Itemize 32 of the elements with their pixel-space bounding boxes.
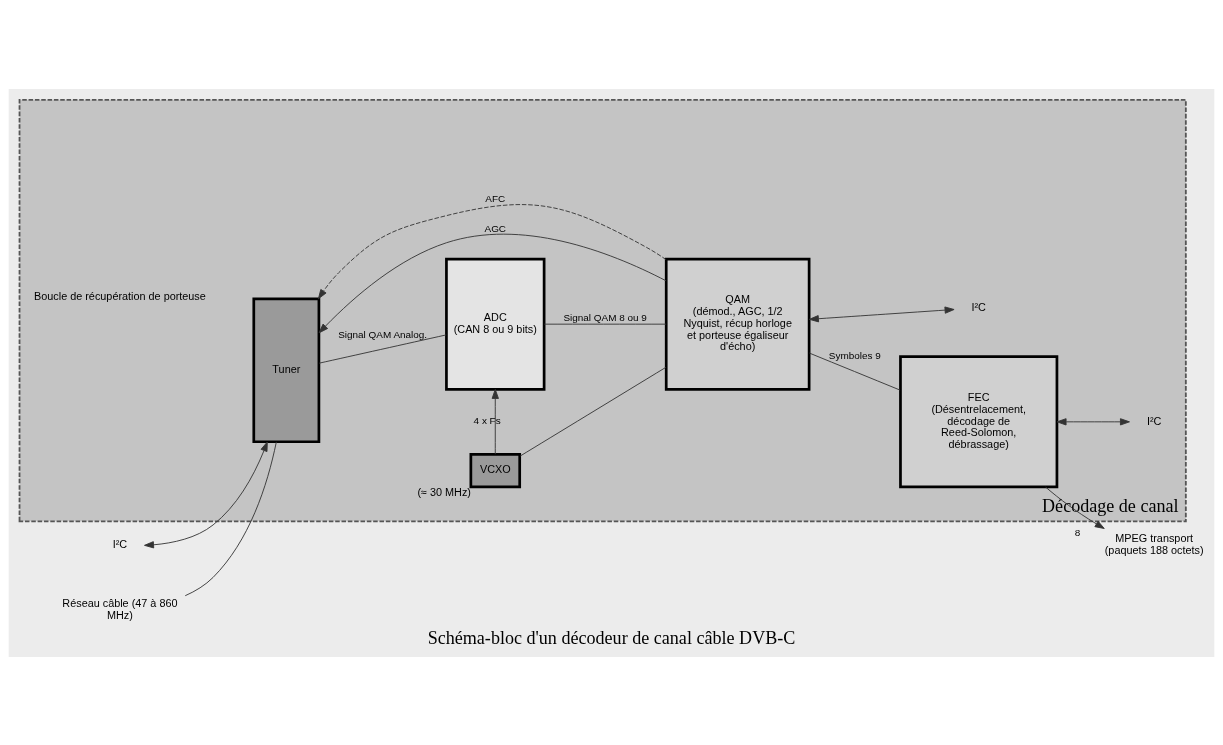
- node-text: I²C: [971, 300, 986, 313]
- arrow: [144, 441, 268, 548]
- arrow: [491, 388, 499, 455]
- edge-label: Signal QAM 8 ou 9: [563, 311, 647, 323]
- node-label: (≈ 30 MHz): [417, 485, 471, 498]
- node-box: VCXO: [469, 452, 522, 488]
- caption: Schéma-bloc d'un décodeur de canal câble DVB-C: [427, 627, 796, 648]
- connector: [543, 323, 667, 325]
- arrow: [808, 306, 955, 322]
- node-box: FEC (Désentrelacement, décodage de Reed-Solomon, débrassage): [899, 354, 1059, 488]
- arrow: [318, 203, 667, 299]
- connector: [519, 366, 667, 457]
- edge-label: 4 x Fs: [473, 414, 501, 426]
- edge-label: Signal QAM Analog.: [338, 328, 428, 340]
- node-text: MPEG transport (paquets 188 octets): [1104, 531, 1204, 556]
- label: Boucle de récupération de porteuse: [34, 289, 206, 302]
- node-box: ADC (CAN 8 ou 9 bits): [445, 257, 546, 391]
- connector: [318, 333, 447, 364]
- edge-label: Symboles 9: [828, 349, 881, 361]
- edge-label: AGC: [484, 222, 507, 234]
- node-text: I²C: [1146, 414, 1162, 427]
- node-box: Tuner: [252, 296, 321, 443]
- node-text: I²C: [112, 537, 128, 550]
- arrow: [1056, 417, 1130, 425]
- edge-label: AFC: [485, 192, 506, 204]
- arrow: [1045, 486, 1105, 529]
- node-box: QAM (démod., AGC, 1/2 Nyquist, récup horloge et porteuse égaliseur d'écho): [664, 257, 811, 391]
- connector: [184, 441, 277, 596]
- connector: [808, 352, 901, 391]
- edge-label: 8: [1074, 526, 1081, 538]
- node-text: Réseau câble (47 à 860 MHz): [62, 596, 178, 621]
- arrow: [318, 233, 667, 333]
